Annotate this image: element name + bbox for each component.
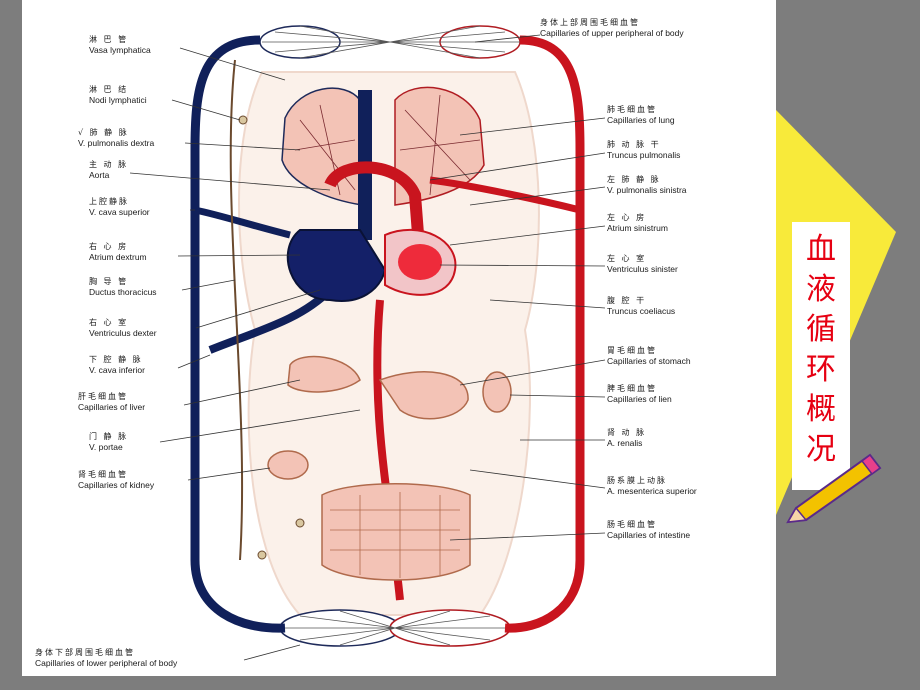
label-latin: Capillaries of liver — [78, 402, 146, 412]
label-latin: Ductus thoracicus — [89, 287, 157, 297]
label-zh: 肠毛细血管 — [607, 520, 657, 529]
title-char: 血 — [806, 232, 836, 267]
label-zh: 胸 导 管 — [89, 277, 129, 286]
label-latin: V. pulmonalis dextra — [78, 138, 155, 148]
label-zh: 肾 动 脉 — [607, 428, 647, 437]
label-latin: Vasa lymphatica — [89, 45, 151, 55]
label-zh: 肺 动 脉 干 — [607, 140, 661, 149]
label-zh: 门 静 脉 — [89, 432, 129, 441]
label-zh: √ 肺 静 脉 — [78, 128, 129, 137]
label-zh: 右 心 房 — [89, 242, 129, 251]
label-latin: Capillaries of stomach — [607, 356, 691, 366]
label-latin: A. renalis — [607, 438, 643, 448]
label-zh: 肝毛细血管 — [78, 392, 128, 401]
label-latin: Atrium dextrum — [89, 252, 147, 262]
label-latin: Capillaries of kidney — [78, 480, 155, 490]
label-zh: 淋 巴 结 — [89, 85, 129, 94]
label-latin: V. portae — [89, 442, 123, 452]
label-zh: 主 动 脉 — [89, 160, 129, 169]
bottom-frame-bar — [0, 676, 920, 690]
label-latin: V. cava superior — [89, 207, 150, 217]
label-zh: 左 肺 静 脉 — [607, 175, 661, 184]
label-latin: Truncus pulmonalis — [607, 150, 681, 160]
left-frame-bar — [0, 0, 22, 690]
title-char: 概 — [806, 392, 836, 427]
label-zh: 身体下部周围毛细血管 — [35, 648, 135, 657]
label-zh: 下 腔 静 脉 — [89, 355, 143, 364]
label-latin: V. pulmonalis sinistra — [607, 185, 687, 195]
label-zh: 腹 腔 干 — [607, 296, 647, 305]
label-zh: 胃毛细血管 — [607, 346, 657, 355]
abdominal-organs — [267, 355, 512, 581]
upper-capillaries — [259, 25, 521, 59]
label-latin: A. mesenterica superior — [607, 486, 697, 496]
title-backdrop — [792, 222, 850, 490]
leader-lines-left — [129, 47, 361, 661]
label-zh: 淋 巴 管 — [89, 35, 129, 44]
pencil-icon — [786, 453, 882, 524]
title-char: 循 — [806, 312, 836, 347]
title-char: 况 — [806, 432, 836, 467]
label-zh: 肾毛细血管 — [78, 470, 128, 479]
lower-capillaries — [279, 609, 511, 647]
title-char: 环 — [806, 352, 836, 387]
label-latin: Capillaries of intestine — [607, 530, 691, 540]
label-latin: V. cava inferior — [89, 365, 145, 375]
label-latin: Nodi lymphatici — [89, 95, 147, 105]
label-zh: 身体上部周围毛细血管 — [540, 18, 640, 27]
label-latin: Ventriculus sinister — [607, 264, 678, 274]
label-latin: Truncus coeliacus — [607, 306, 676, 316]
label-latin: Capillaries of lung — [607, 115, 675, 125]
label-zh: 肠系膜上动脉 — [607, 476, 667, 485]
label-latin: Aorta — [89, 170, 110, 180]
label-latin: Capillaries of lower peripheral of body — [35, 658, 178, 668]
label-latin: Atrium sinistrum — [607, 223, 668, 233]
label-latin: Ventriculus dexter — [89, 328, 157, 338]
label-zh: 左 心 房 — [607, 213, 647, 222]
label-latin: Capillaries of lien — [607, 394, 672, 404]
label-latin: Capillaries of upper peripheral of body — [540, 28, 684, 38]
heart — [286, 229, 457, 302]
label-zh: 右 心 室 — [89, 318, 129, 327]
title-char: 液 — [806, 272, 836, 307]
label-zh: 肺毛细血管 — [607, 105, 657, 114]
label-zh: 脾毛细血管 — [607, 384, 657, 393]
label-zh: 上腔静脉 — [89, 197, 129, 206]
slide-title: 血 液 循 环 概 况 — [798, 230, 844, 470]
label-zh: 左 心 室 — [607, 254, 647, 263]
leader-lines-right — [429, 34, 606, 541]
